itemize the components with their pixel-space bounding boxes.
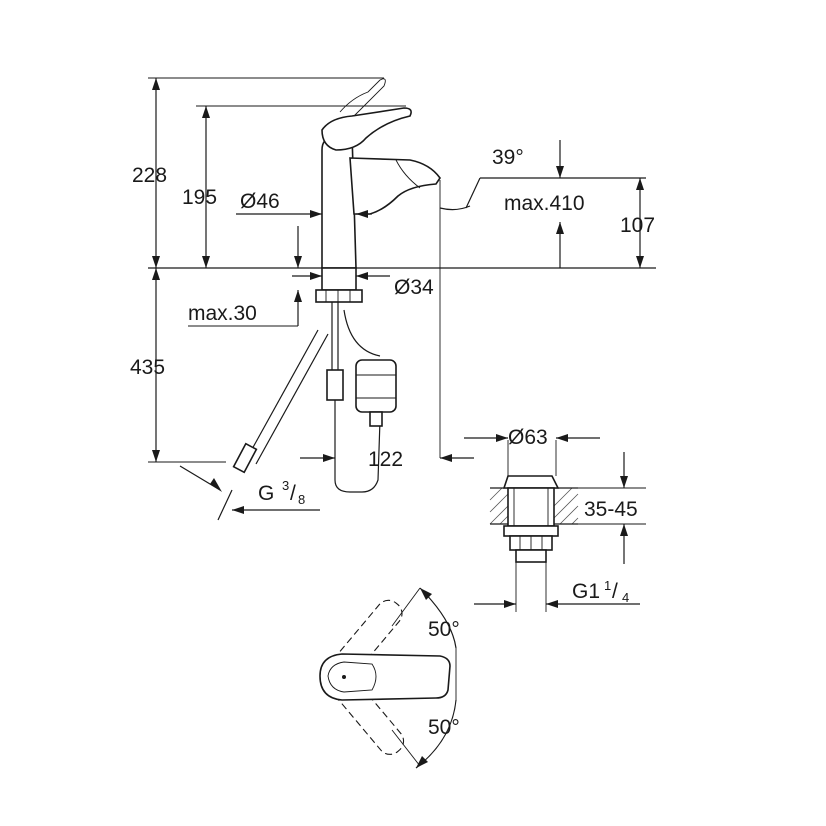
hose-outer-1 [245, 329, 319, 461]
basin-hatch [489, 487, 579, 525]
control-cable [343, 309, 381, 357]
label-diameter-34: Ø34 [394, 276, 434, 299]
cable-loop [334, 419, 381, 493]
waste-nut [503, 525, 559, 537]
shank [321, 267, 357, 291]
label-50deg-top: 50° [428, 618, 460, 641]
faucet-side-view [148, 78, 656, 521]
label-122: 122 [368, 448, 403, 471]
hose-fitting [232, 442, 258, 474]
faucet-lever-open-outline [339, 78, 386, 117]
label-hose-thread: G [258, 482, 274, 505]
waste-plug-cap [502, 475, 560, 489]
label-waste-thread: G1 [572, 580, 600, 603]
label-waste-thread-den: 4 [622, 590, 629, 605]
control-box [355, 359, 397, 413]
svg-text:/: / [290, 482, 296, 505]
label-max-30: max.30 [188, 302, 257, 325]
mounting-nut [315, 289, 363, 303]
waste-tail [515, 549, 547, 563]
label-39deg: 39° [492, 146, 524, 169]
label-hose-thread-num: 3 [282, 478, 289, 493]
label-435: 435 [130, 356, 165, 379]
hose-outer-2 [255, 333, 329, 465]
waste-body [507, 487, 555, 527]
label-107: 107 [620, 214, 655, 237]
dimension-lines [148, 77, 644, 514]
faucet-body [321, 133, 357, 269]
spout-aerator-line [395, 159, 421, 189]
label-diameter-46: Ø46 [240, 190, 280, 213]
label-diameter-63: Ø63 [508, 426, 548, 449]
dimension-labels: 228 195 39° Ø46 max.410 107 Ø34 max.30 4… [130, 146, 655, 739]
label-50deg-bottom: 50° [428, 716, 460, 739]
label-228: 228 [132, 164, 167, 187]
svg-text:/: / [612, 580, 618, 603]
lever-top-view [319, 587, 457, 769]
label-waste-thread-num: 1 [604, 578, 611, 593]
label-max-410: max.410 [504, 192, 585, 215]
connector [326, 369, 344, 401]
lever-pivot [342, 675, 346, 679]
control-box-connector [369, 411, 383, 427]
faucet-lever [321, 107, 412, 151]
label-195: 195 [182, 186, 217, 209]
lever-main [319, 653, 451, 701]
angle-leader-line [465, 177, 481, 209]
hose-end-line [217, 489, 233, 521]
label-35-45: 35-45 [584, 498, 638, 521]
label-hose-thread-den: 8 [298, 492, 305, 507]
lever-inner [327, 661, 377, 693]
waste-drain-view [464, 434, 646, 612]
faucet-spout [349, 157, 441, 215]
